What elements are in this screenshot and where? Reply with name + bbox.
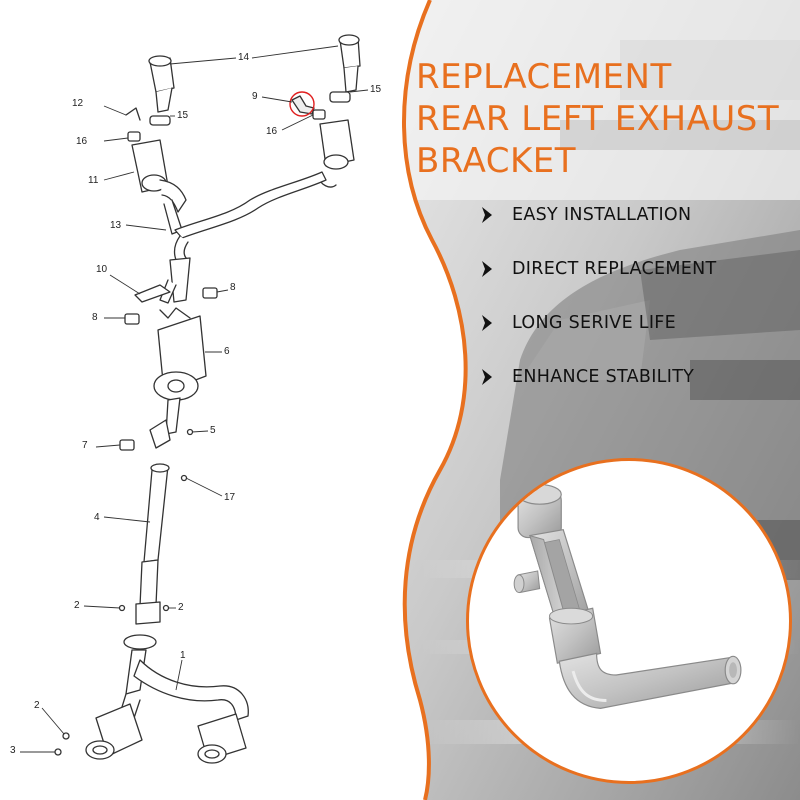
title-line-2: REAR LEFT EXHAUST [416,99,780,139]
title-line-3: BRACKET [416,141,577,181]
callout-number: 8 [92,312,98,323]
callout-number: 16 [266,126,278,137]
callout-number: 1 [180,650,186,661]
callout-number: 17 [224,492,236,503]
callout-number: 2 [34,700,40,711]
feature-item: DIRECT REPLACEMENT [480,256,717,282]
bracket-closeup-circle [466,458,792,784]
callout-number: 10 [96,264,108,275]
callout-number: 9 [252,91,258,102]
callout-number: 8 [230,282,236,293]
callout-number: 7 [82,440,88,451]
title-line-1: REPLACEMENT [416,57,672,97]
feature-label: LONG SERIVE LIFE [512,313,677,333]
callout-number: 11 [88,175,99,186]
product-title: REPLACEMENT REAR LEFT EXHAUST BRACKET [416,56,779,182]
callout-number: 13 [110,220,122,231]
chevron-right-icon [482,207,492,223]
feature-label: EASY INSTALLATION [512,205,692,225]
feature-item: EASY INSTALLATION [480,202,717,228]
callout-number: 14 [238,52,250,63]
callout-number: 3 [10,745,16,756]
exhaust-bracket-image [513,483,742,709]
chevron-right-icon [482,315,492,331]
feature-list: EASY INSTALLATION DIRECT REPLACEMENT LON… [480,202,717,418]
callout-number: 15 [370,84,382,95]
callout-number: 2 [74,600,80,611]
feature-item: ENHANCE STABILITY [480,364,717,390]
callout-number: 2 [178,602,184,613]
callout-number: 12 [72,98,84,109]
callout-number: 5 [210,425,216,436]
feature-label: DIRECT REPLACEMENT [512,259,717,279]
chevron-right-icon [482,261,492,277]
chevron-right-icon [482,369,492,385]
callout-number: 4 [94,512,100,523]
callout-number: 16 [76,136,88,147]
callout-number: 6 [224,346,230,357]
feature-label: ENHANCE STABILITY [512,367,695,387]
feature-item: LONG SERIVE LIFE [480,310,717,336]
callout-number: 15 [177,110,189,121]
